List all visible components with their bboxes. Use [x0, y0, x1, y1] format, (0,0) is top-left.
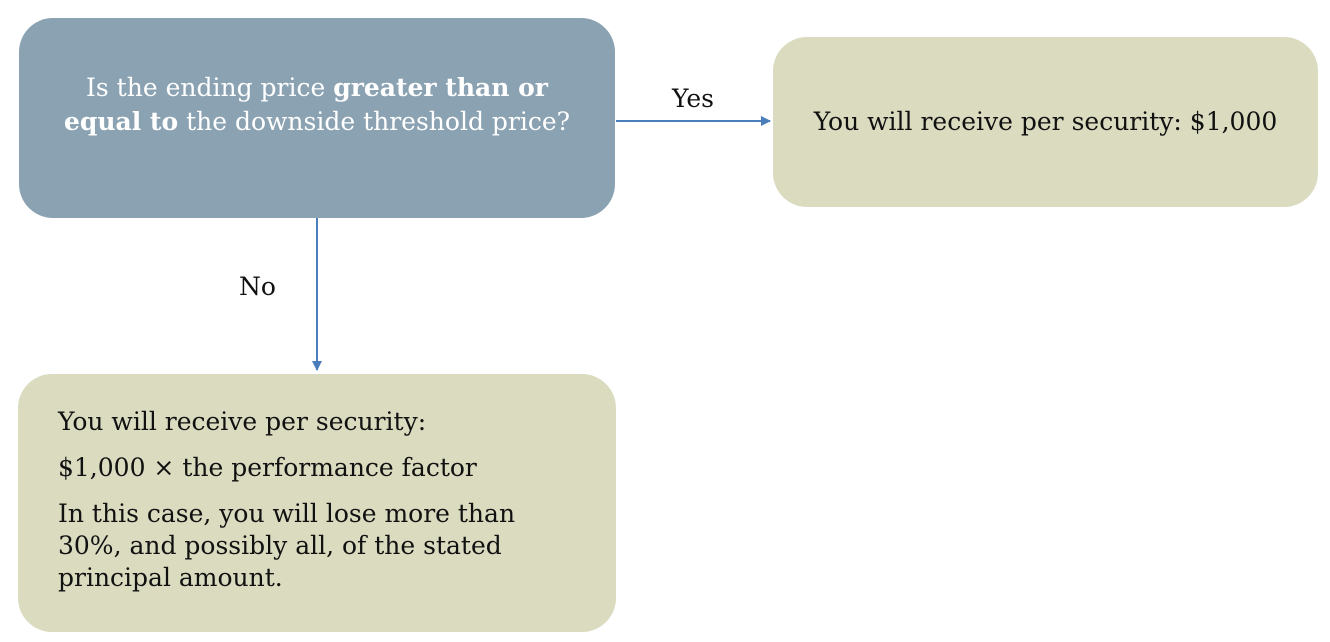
no-outcome-line3: In this case, you will lose more than 30… [58, 499, 516, 592]
yes-outcome-text: You will receive per security: $1,000 [813, 107, 1278, 136]
no-outcome-line1: You will receive per security: [58, 407, 427, 436]
no-outcome-line2: $1,000 × the performance factor [58, 453, 477, 482]
decision-question: Is the ending price greater than or equa… [59, 71, 575, 139]
decision-text-bold: greater than or equal to [63, 73, 548, 136]
decision-text-after: the downside threshold price? [178, 107, 571, 136]
decision-text-before: Is the ending price [86, 73, 334, 102]
no-label: No [239, 272, 276, 301]
yes-outcome-node: You will receive per security: $1,000 [773, 37, 1318, 207]
decision-node: Is the ending price greater than or equa… [19, 18, 615, 218]
no-outcome-node: You will receive per security: $1,000 × … [18, 374, 616, 632]
yes-label: Yes [672, 84, 714, 113]
